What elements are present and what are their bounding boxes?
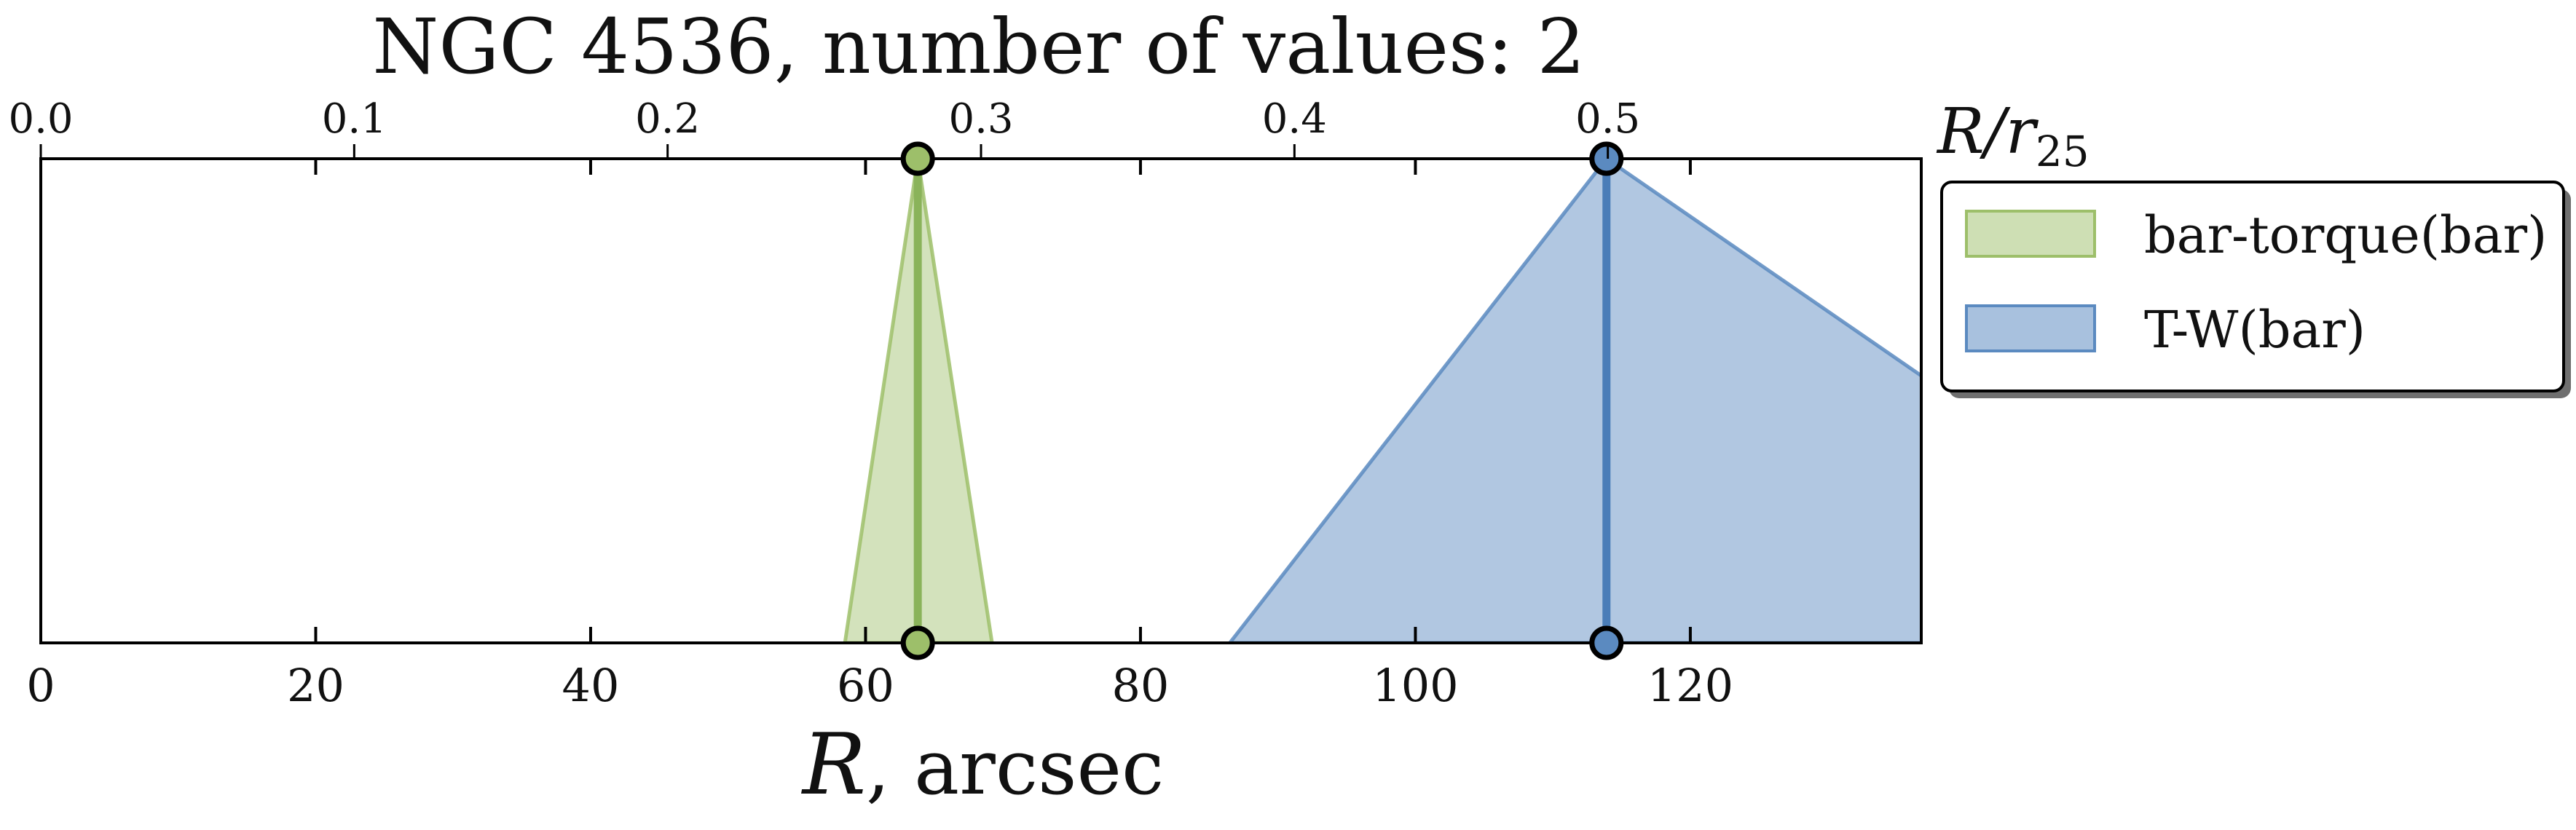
top-x-axis: 0.0 0.1 0.2 0.3 0.4 0.5 <box>8 95 1640 159</box>
chart-title: NGC 4536, number of values: 2 <box>372 2 1585 91</box>
series-markers <box>900 141 1624 660</box>
area-1 <box>1227 159 1921 643</box>
bottom-x-axis: 0 20 40 60 80 100 120 <box>26 159 1733 712</box>
top-x-tick-label: 0.4 <box>1262 95 1327 143</box>
marker-1-top <box>1589 141 1624 176</box>
x-tick-label: 80 <box>1111 659 1169 712</box>
legend-swatch-bar-torque <box>1965 210 2096 258</box>
marker-0-bottom <box>900 625 935 660</box>
x-tick-label: 120 <box>1647 659 1733 712</box>
top-x-tick-label: 0.5 <box>1575 95 1640 143</box>
marker-1-bottom <box>1589 625 1624 660</box>
marker-0-top <box>900 141 935 176</box>
x-tick-label: 60 <box>837 659 894 712</box>
top-x-tick-label: 0.2 <box>635 95 700 143</box>
top-x-tick-label: 0.0 <box>8 95 73 143</box>
legend: bar-torque(bar) T-W(bar) <box>1940 181 2571 398</box>
legend-swatch-t-w <box>1965 304 2096 352</box>
top-x-tick-label: 0.1 <box>322 95 387 143</box>
x-tick-label: 0 <box>26 659 55 712</box>
x-axis-label: R, arcsec <box>801 716 1165 814</box>
top-x-tick-label: 0.3 <box>948 95 1013 143</box>
top-axis-label: R/r25 <box>1936 95 2089 176</box>
x-tick-label: 20 <box>287 659 344 712</box>
legend-label-t-w: T-W(bar) <box>2144 300 2366 360</box>
series-center-lines <box>913 159 1611 643</box>
x-tick-label: 40 <box>562 659 620 712</box>
x-tick-label: 100 <box>1372 659 1458 712</box>
legend-label-bar-torque: bar-torque(bar) <box>2144 205 2547 265</box>
legend-box <box>1940 181 2565 392</box>
